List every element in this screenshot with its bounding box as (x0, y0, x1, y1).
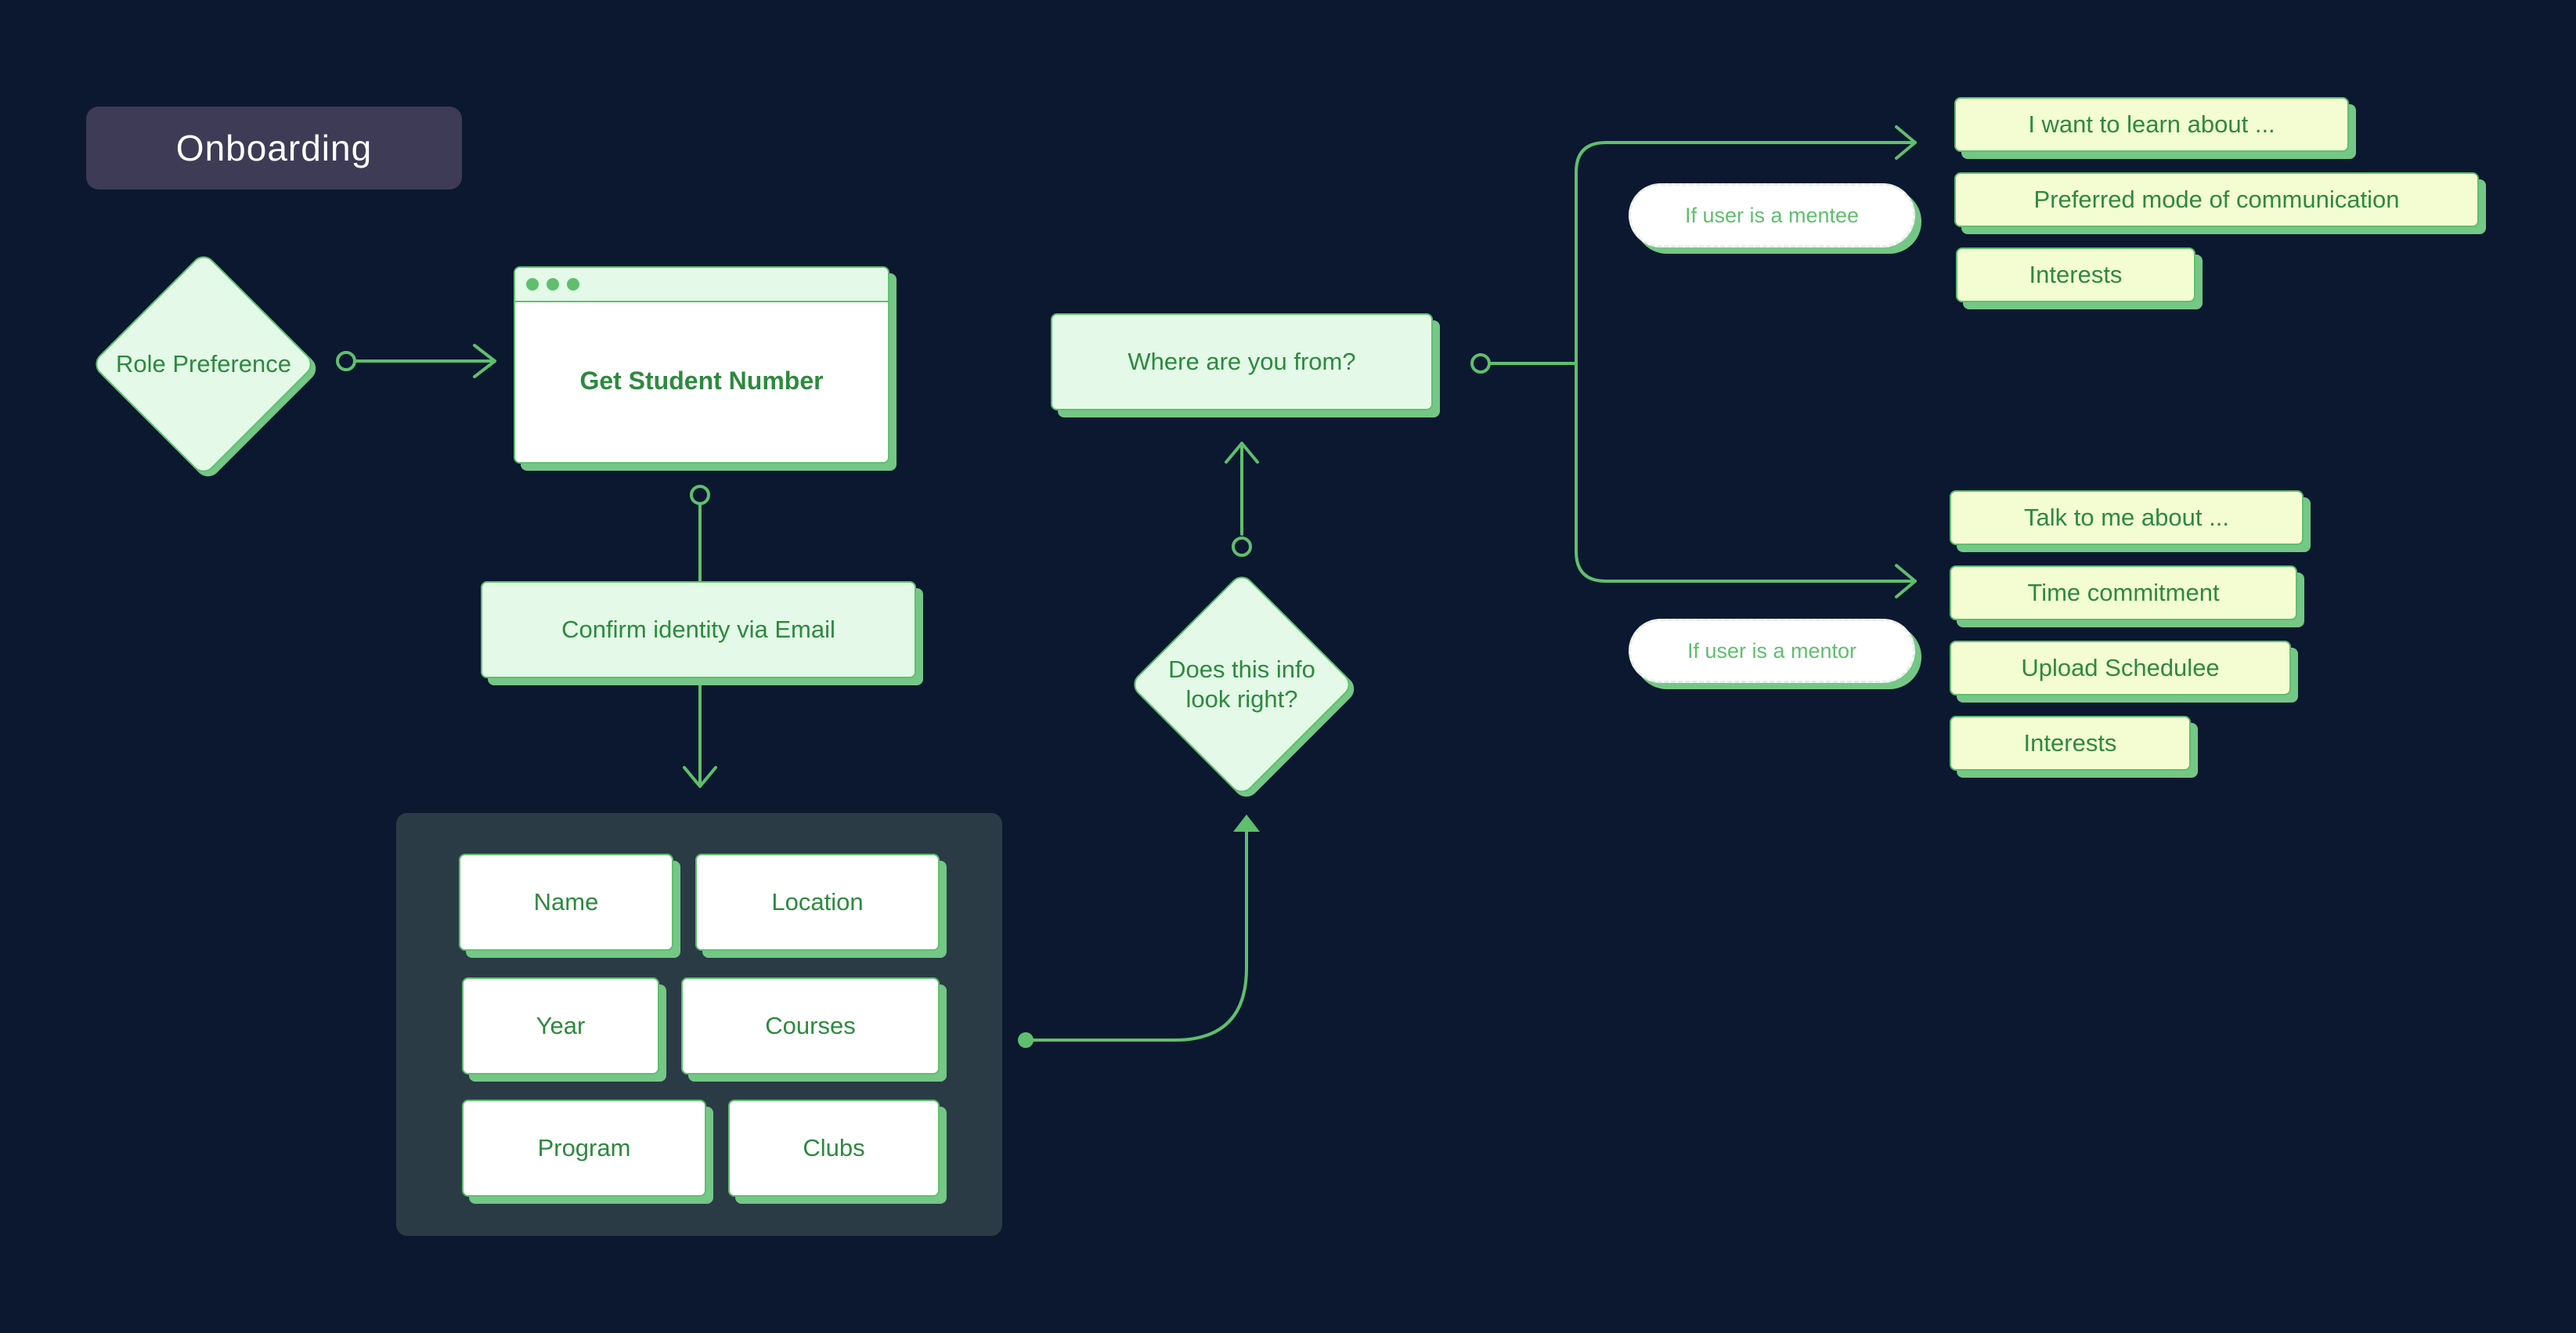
mentor-item-time-commitment[interactable]: Time commitment (1950, 565, 2297, 620)
info-check-label: Does this info look right? (1168, 656, 1315, 713)
window-dot-icon (567, 278, 579, 291)
arrowhead-panel-to-check (1233, 815, 1260, 832)
connector-start-panel (1018, 1032, 1034, 1048)
where-from-step[interactable]: Where are you from? (1051, 313, 1433, 410)
connector-start-role (336, 351, 356, 371)
field-name[interactable]: Name (459, 854, 673, 951)
mentee-item-interests[interactable]: Interests (1956, 247, 2195, 302)
connector-start-check (1232, 536, 1252, 557)
info-check-decision-node[interactable]: Does this info look right? (1128, 571, 1355, 798)
field-year[interactable]: Year (462, 977, 659, 1075)
mentee-item-learn-about[interactable]: I want to learn about ... (1954, 97, 2349, 152)
role-preference-decision[interactable]: Role Preference (90, 251, 317, 478)
field-courses[interactable]: Courses (681, 977, 940, 1075)
connector-branch-mentor (1575, 362, 1917, 583)
connector-branch-mentee (1575, 141, 1917, 365)
field-program[interactable]: Program (462, 1100, 706, 1197)
window-dot-icon (526, 278, 539, 291)
window-dot-icon (547, 278, 559, 291)
mentee-item-communication[interactable]: Preferred mode of communication (1954, 172, 2479, 227)
connector-panel-to-check (1024, 827, 1248, 1042)
student-number-label: Get Student Number (579, 366, 824, 395)
arrowhead-mentor (1895, 564, 1917, 598)
mentor-item-upload-schedule[interactable]: Upload Schedulee (1950, 641, 2291, 695)
window-title-bar (515, 268, 888, 302)
connector-start-student (690, 485, 710, 505)
confirm-email-step[interactable]: Confirm identity via Email (481, 581, 916, 678)
role-preference-label: Role Preference (115, 350, 291, 378)
field-location[interactable]: Location (695, 854, 940, 951)
field-clubs[interactable]: Clubs (728, 1100, 940, 1197)
mentor-item-interests[interactable]: Interests (1950, 716, 2191, 771)
connector-start-where (1470, 353, 1491, 374)
arrowhead-email-to-panel (683, 766, 717, 788)
mentor-item-talk-about[interactable]: Talk to me about ... (1950, 490, 2304, 545)
mentee-condition-label: If user is a mentee (1629, 183, 1915, 247)
student-number-window[interactable]: Get Student Number (514, 266, 889, 464)
arrowhead-role-to-student (473, 344, 496, 378)
arrowhead-check-to-where (1225, 442, 1259, 464)
page-title: Onboarding (86, 107, 462, 190)
mentor-condition-label: If user is a mentor (1629, 619, 1915, 683)
arrowhead-mentee (1895, 125, 1917, 160)
